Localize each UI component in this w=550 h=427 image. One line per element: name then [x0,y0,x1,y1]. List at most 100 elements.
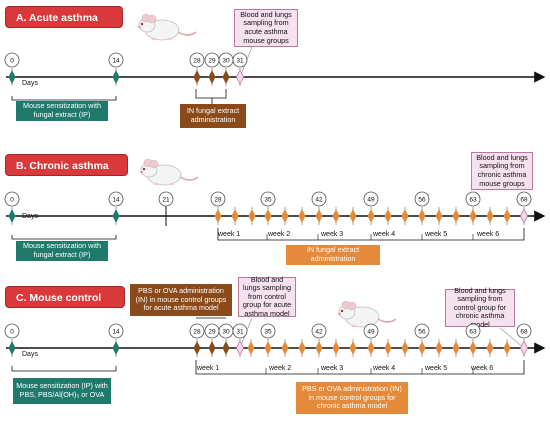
panel-b-sensitization-box: Mouse sensitization with fungal extract … [16,241,108,261]
panel-c-day-14-circle [108,323,124,339]
panel-c-day-63-marker [469,341,477,355]
panel-a-day-0-label: 0 [10,58,14,65]
panel-b-extra-4-1-marker [452,209,460,223]
panel-c-day-0-label: 0 [10,329,14,336]
panel-a-sensitization-box: Mouse sensitization with fungal extract … [16,101,108,121]
panel-a-day-0-circle [4,52,20,68]
panel-c-day-14-label: 14 [112,329,120,336]
panel-b-day-68-marker [520,208,528,224]
panel-c-day-30-marker [222,341,230,355]
panel-b-week-4-day-marker [367,209,375,223]
panel-b-extra-1-0-marker [281,209,289,223]
panel-b-week-6-day-label: 63 [469,197,477,204]
panel-c-day-28-label: 28 [193,329,201,336]
panel-b-day-14-label: 14 [112,197,120,204]
panel-c-day-49-marker [367,341,375,355]
panel-c-day-28-marker [193,341,201,355]
panel-b-day-68-label: 68 [520,197,528,204]
panel-c-acute-sampling-box: Blood and lungs sampling from control gr… [238,275,296,318]
panel-a-title: A. Acute asthma model [5,6,123,46]
mouse-icon [139,158,199,186]
panel-b-day-0-marker [8,209,16,223]
panel-c-week-5: week 5 [425,365,448,372]
panel-a-day-29-marker [208,70,216,84]
panel-b-title: B. Chronic asthma model [5,154,128,194]
panel-a-day-30-label: 30 [222,58,230,65]
panel-c-day-35-circle [260,323,276,339]
panel-b-extra-0-0-marker [231,209,239,223]
panel-a-day-14-marker [112,70,120,84]
panel-b-day-21-label: 21 [162,197,170,204]
panel-c-week-2: week 2 [269,365,292,372]
panel-c-extra-w1-marker [247,341,255,355]
panel-a-day-29-label: 29 [208,58,216,65]
panel-b-extra-1-1-marker [298,209,306,223]
panel-b-week-1-day-marker [214,209,222,223]
panel-b-week-5: week 5 [425,231,448,238]
panel-b-week-3-day-marker [315,209,323,223]
panel-c-week-6: week 6 [471,365,494,372]
panel-c-day-31-label: 31 [236,329,244,336]
panel-a-day-28-label: 28 [193,58,201,65]
panel-b-week-1-day-label: 28 [214,197,222,204]
panel-c-week-1: week 1 [197,365,220,372]
panel-c-day-49-label: 49 [367,329,375,336]
panel-c-extra-2-1-marker [401,341,409,355]
panel-b-week-2-day-label: 35 [264,197,272,204]
panel-c-day-56-marker [418,341,426,355]
panel-b-day-14-marker [112,209,120,223]
panel-b-day-0-label: 0 [10,197,14,204]
panel-c-day-0-marker [8,341,16,355]
panel-c-day-68-circle [516,323,532,339]
panel-b-week-2-day-circle [260,191,276,207]
panel-b-extra-4-0-marker [435,209,443,223]
panel-c-week-3: week 3 [321,365,344,372]
panel-c-day-49-circle [363,323,379,339]
panel-c-extra-3-0-marker [435,341,443,355]
panel-b-in-admin-box: IN fungal extract administration [286,245,380,265]
panel-c-day-42-circle [311,323,327,339]
panel-c-chronic-sampling-box: Blood and lungs sampling from control gr… [445,286,515,329]
panel-a-day-14-label: 14 [112,58,120,65]
panel-b-day-68-circle [516,191,532,207]
panel-c-day-14-marker [112,341,120,355]
panel-c-extra-2-0-marker [384,341,392,355]
panel-c-extra-4-0-marker [486,341,494,355]
panel-b-week-4: week 4 [373,231,396,238]
panel-b-week-5-day-circle [414,191,430,207]
panel-b-week-5-day-marker [418,209,426,223]
panel-c-day-63-label: 63 [469,329,477,336]
panel-a-in-admin-box: IN fungal extract administration [180,104,246,128]
panel-b-week-6: week 6 [477,231,500,238]
panel-b-extra-3-0-marker [384,209,392,223]
panel-b-week-3-day-circle [311,191,327,207]
panel-b-week-2-day-marker [264,209,272,223]
panel-c-day-68-label: 68 [520,329,528,336]
panel-c-day-28-circle [189,323,205,339]
panel-c-day-0-circle [4,323,20,339]
panel-c-day-35-marker [264,341,272,355]
panel-c-day-31-marker [236,340,244,356]
panel-b-week-1-day-circle [210,191,226,207]
panel-b-extra-5-1-marker [503,209,511,223]
panel-b-extra-2-0-marker [332,209,340,223]
panel-a-day-31-circle [232,52,248,68]
panel-c-day-35-label: 35 [264,329,272,336]
panel-c-extra-1-1-marker [349,341,357,355]
panel-c-extra-0-1-marker [298,341,306,355]
panel-c-day-30-label: 30 [222,329,230,336]
panel-a-day-31-label: 31 [236,58,244,65]
panel-b-extra-0-1-marker [248,209,256,223]
panel-b-week-4-day-label: 49 [367,197,375,204]
panel-b-week-1: week 1 [218,231,241,238]
panel-a-day-30-marker [222,70,230,84]
panel-c-extra-4-1-marker [503,341,511,355]
panel-b-extra-5-0-marker [486,209,494,223]
panel-b-extra-3-1-marker [401,209,409,223]
panel-c-extra-0-0-marker [281,341,289,355]
panel-c-sensitization-box: Mouse sensitization (IP) with PBS, PBS/A… [13,378,111,404]
panel-c-week-4: week 4 [373,365,396,372]
panel-b-week-6-day-marker [469,209,477,223]
panel-c-extra-3-1-marker [452,341,460,355]
